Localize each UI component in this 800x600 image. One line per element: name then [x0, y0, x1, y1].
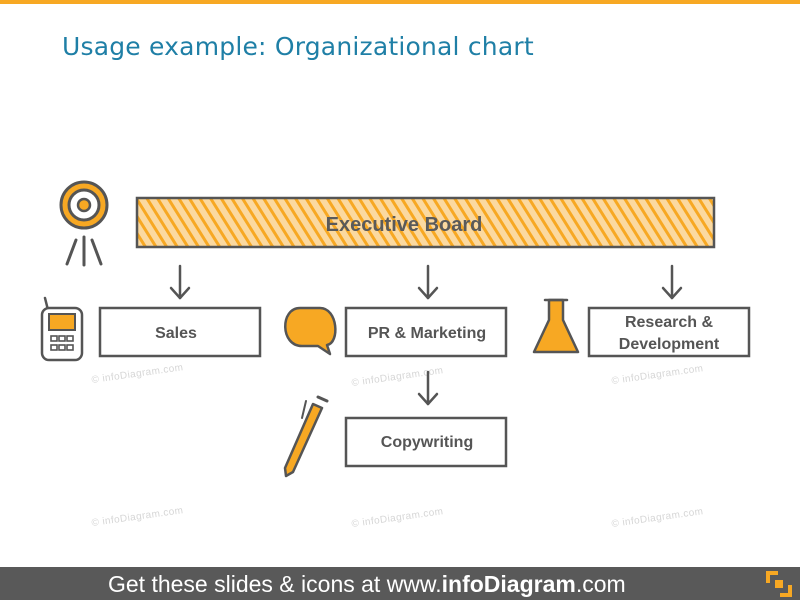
- watermark-text: © infoDiagram.com: [351, 365, 444, 389]
- research-label-line2: Development: [619, 336, 720, 353]
- copywriting-label: Copywriting: [381, 434, 473, 451]
- top-accent-rule: [0, 0, 800, 4]
- executive-board-node: Executive Board: [135, 196, 716, 249]
- pr-marketing-label: PR & Marketing: [368, 325, 486, 342]
- executive-board-label: Executive Board: [326, 214, 483, 236]
- brand-corner-logo: [766, 571, 792, 597]
- footer-prefix: Get these slides & icons at www.: [108, 571, 442, 597]
- arrow-to-research: [661, 264, 683, 300]
- watermark-text: © infoDiagram.com: [91, 505, 184, 529]
- flask-icon: [532, 298, 580, 354]
- research-label-line1: Research &: [625, 314, 713, 331]
- footer-text: Get these slides & icons at www.infoDiag…: [108, 571, 626, 598]
- arrow-to-pr-marketing: [417, 264, 439, 300]
- watermark-text: © infoDiagram.com: [611, 506, 704, 530]
- copywriting-node: Copywriting: [344, 416, 508, 468]
- org-chart-diagram: © infoDiagram.com © infoDiagram.com © in…: [40, 180, 751, 530]
- arrow-to-sales: [169, 264, 191, 300]
- target-icon: [59, 180, 109, 267]
- mobile-phone-icon: [40, 296, 84, 362]
- pen-icon: [283, 395, 329, 478]
- sales-label: Sales: [155, 325, 197, 342]
- footer-bar: Get these slides & icons at www.infoDiag…: [0, 567, 800, 600]
- watermark-text: © infoDiagram.com: [611, 363, 704, 387]
- speech-bubble-icon: [284, 306, 337, 356]
- watermark-text: © infoDiagram.com: [351, 506, 444, 530]
- footer-brand: infoDiagram: [441, 571, 576, 597]
- footer-suffix: .com: [575, 571, 626, 597]
- research-development-node: Research & Development: [587, 306, 751, 358]
- pr-marketing-node: PR & Marketing: [344, 306, 508, 358]
- sales-node: Sales: [98, 306, 262, 358]
- watermark-text: © infoDiagram.com: [91, 362, 184, 386]
- slide-title: Usage example: Organizational chart: [62, 32, 534, 61]
- arrow-to-copywriting: [417, 370, 439, 406]
